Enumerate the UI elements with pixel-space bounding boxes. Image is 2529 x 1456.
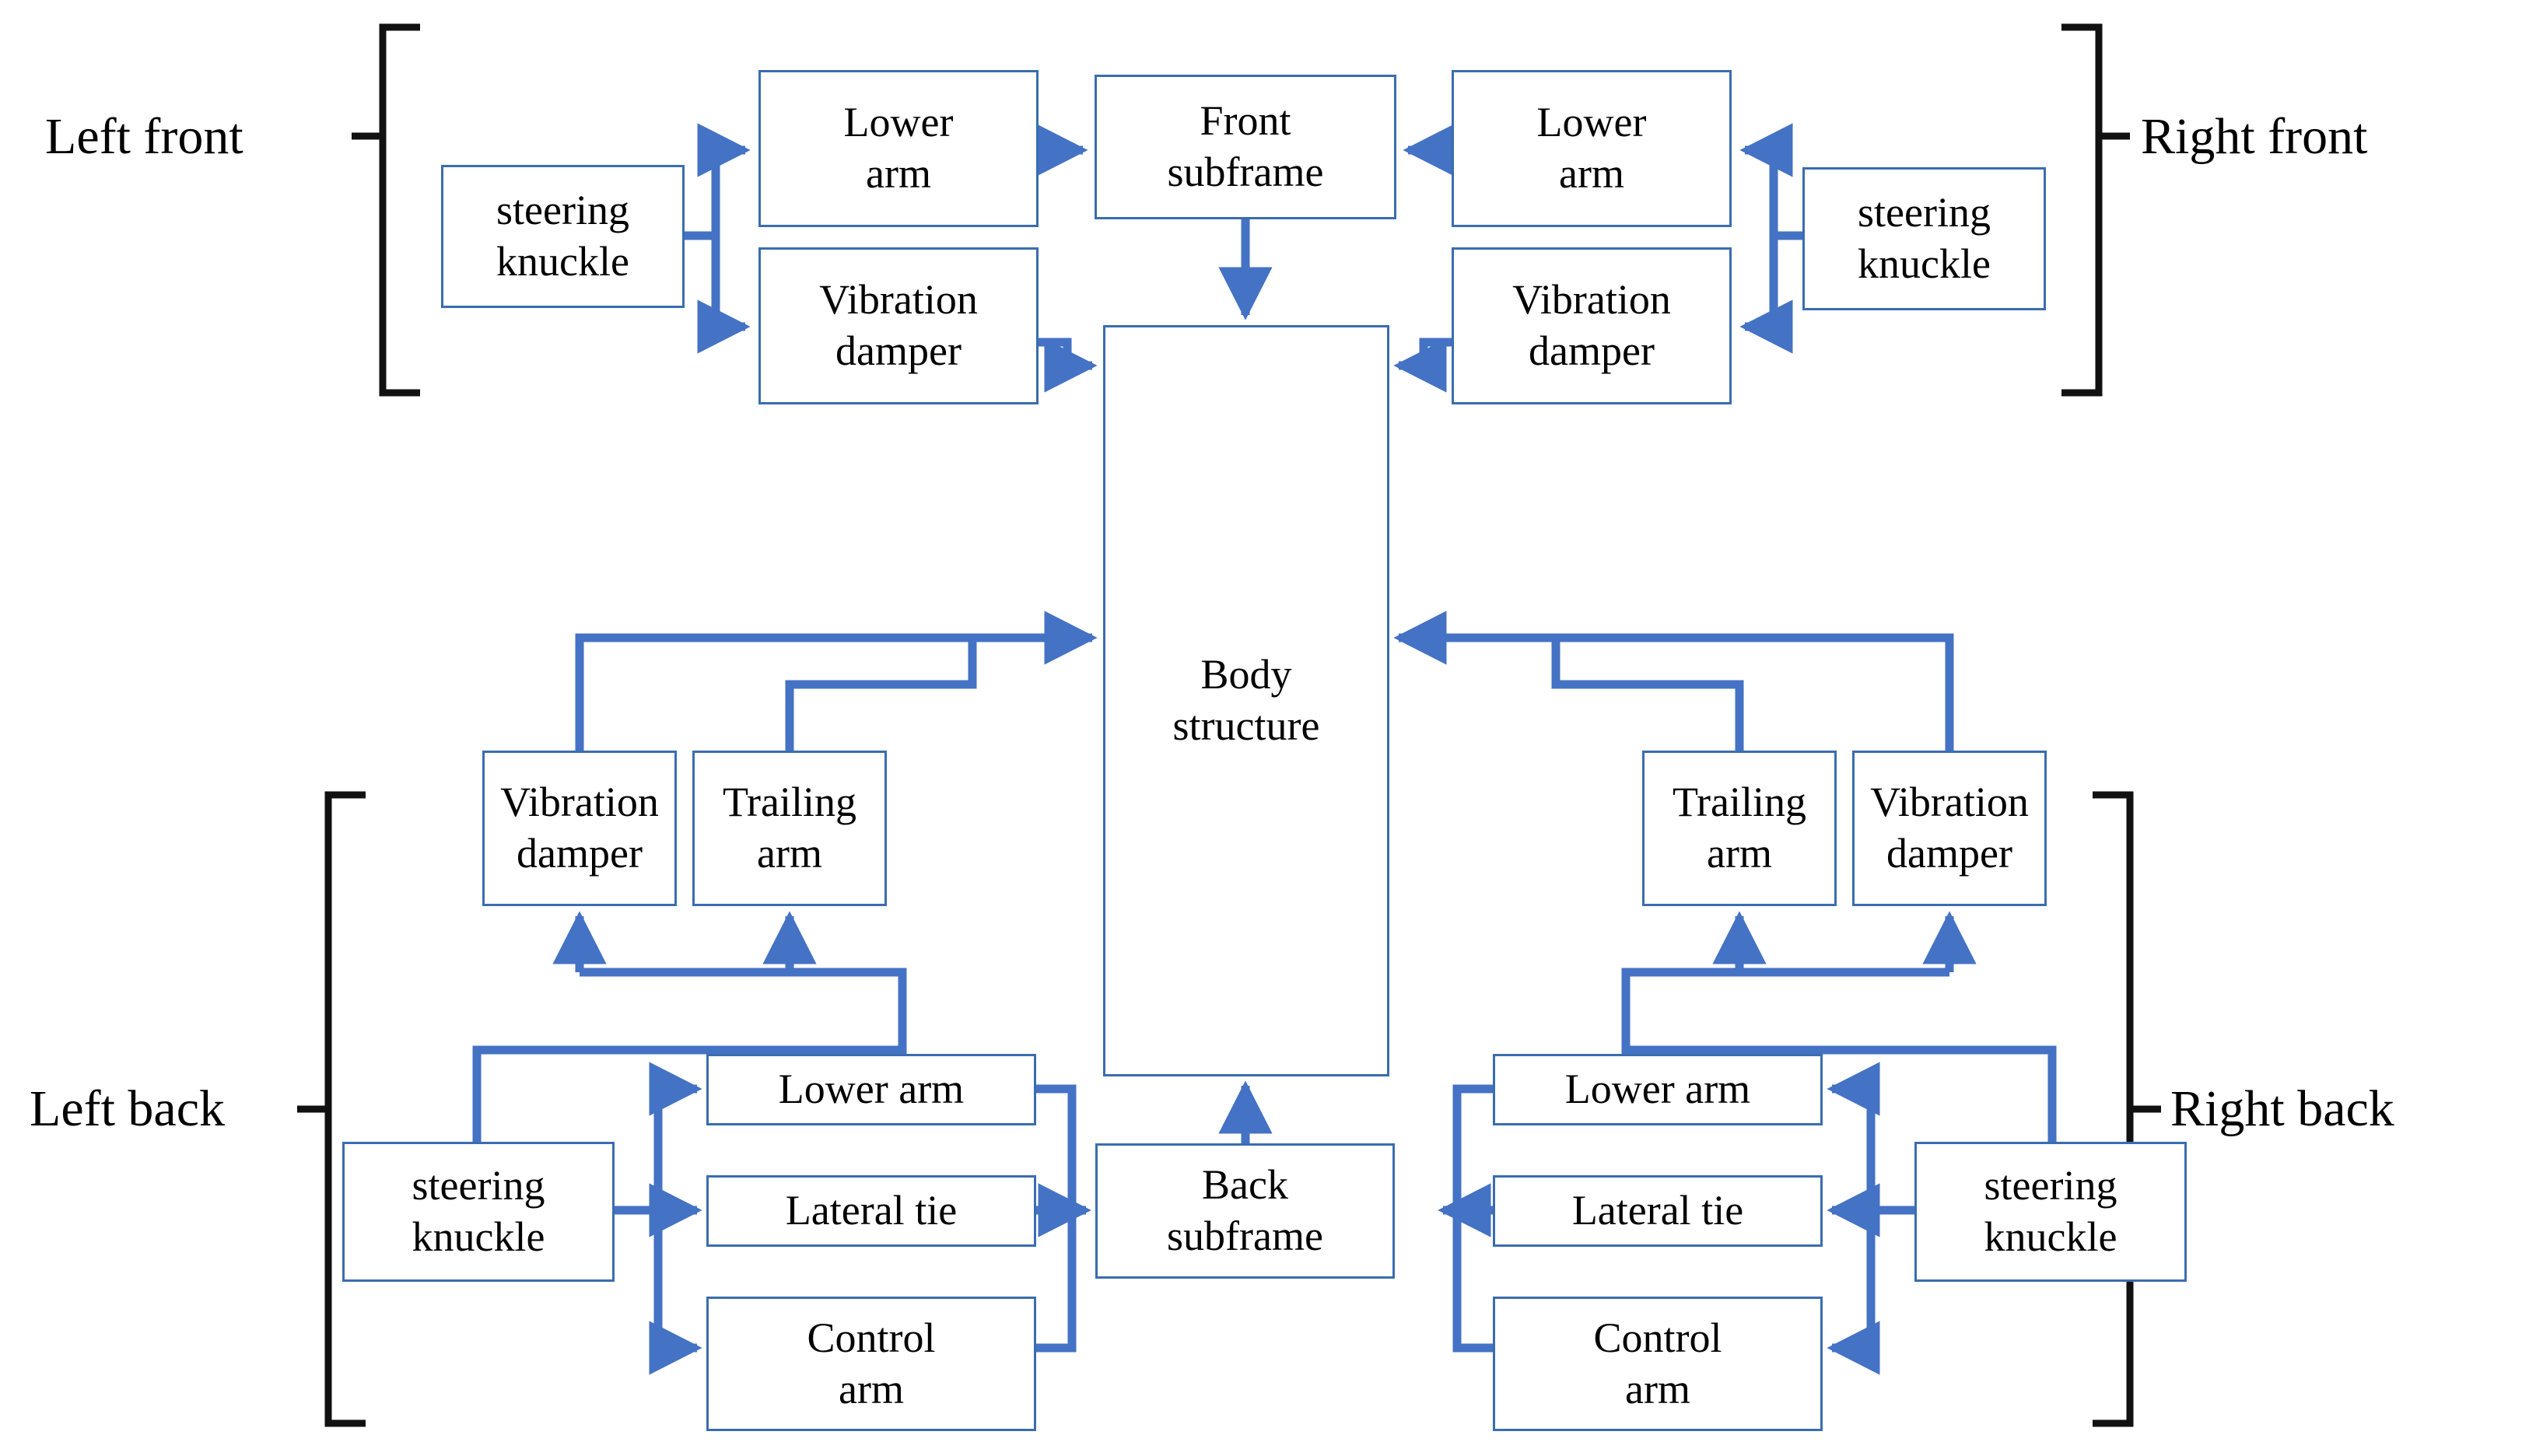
node-back-left-control-arm[interactable]: Control arm <box>706 1297 1036 1431</box>
node-front-left-vibration-damper[interactable]: Vibration damper <box>758 247 1039 404</box>
node-front-left-lower-arm[interactable]: Lower arm <box>758 70 1039 227</box>
node-back-right-vibration-damper[interactable]: Vibration damper <box>1852 751 2047 906</box>
node-front-right-steering-knuckle[interactable]: steering knuckle <box>1802 167 2046 310</box>
wire-bl-lowerarm-backsubframe <box>1036 1084 1091 1237</box>
wire-bl-damper-body <box>575 611 1098 752</box>
node-back-subframe[interactable]: Back subframe <box>1095 1143 1395 1279</box>
wire-bl-knuckle-lowerarm <box>615 1062 702 1215</box>
group-label-left-back: Left back <box>30 1080 226 1137</box>
wire-fr-knuckle-damper <box>1739 231 1802 354</box>
node-body-structure[interactable]: Body structure <box>1103 325 1389 1076</box>
wire-br-knuckle-lowerarm <box>1827 1062 1914 1215</box>
wire-bl-controlarm-backsubframe <box>1036 1210 1077 1353</box>
node-back-left-lower-arm[interactable]: Lower arm <box>706 1054 1036 1125</box>
node-back-right-control-arm[interactable]: Control arm <box>1493 1297 1823 1431</box>
bracket-left-front <box>379 23 420 397</box>
wire-br-trailingarm-body <box>1551 638 1744 752</box>
node-front-right-lower-arm[interactable]: Lower arm <box>1452 70 1732 227</box>
node-back-left-trailing-arm[interactable]: Trailing arm <box>692 751 887 906</box>
wire-fl-knuckle-lower-arm <box>685 123 751 240</box>
wire-fr-knuckle-lower-arm <box>1739 123 1802 240</box>
wire-fl-knuckle-damper <box>685 231 751 354</box>
wire-fl-damper-body <box>1039 338 1098 393</box>
node-back-right-trailing-arm[interactable]: Trailing arm <box>1642 751 1837 906</box>
node-front-left-steering-knuckle[interactable]: steering knuckle <box>441 165 685 308</box>
wire-br-damper-body <box>1393 611 1954 752</box>
wire-br-controlarm-backsubframe <box>1452 1210 1493 1353</box>
bracket-right-back <box>2093 791 2134 1427</box>
wire-br-knuckle-controlarm <box>1827 1206 1914 1375</box>
node-back-left-vibration-damper[interactable]: Vibration damper <box>482 751 677 906</box>
node-back-right-steering-knuckle[interactable]: steering knuckle <box>1914 1142 2187 1282</box>
wire-bl-knuckle-controlarm <box>615 1206 702 1375</box>
node-back-right-lower-arm[interactable]: Lower arm <box>1493 1054 1823 1125</box>
group-label-right-front: Right front <box>2141 108 2368 165</box>
node-front-subframe[interactable]: Front subframe <box>1095 75 1396 219</box>
group-label-right-back: Right back <box>2170 1080 2394 1137</box>
wire-fr-damper-body <box>1393 338 1452 393</box>
node-front-right-vibration-damper[interactable]: Vibration damper <box>1452 247 1732 404</box>
group-label-left-front: Left front <box>45 108 243 165</box>
bracket-left-back <box>324 791 366 1427</box>
bracket-right-front <box>2061 23 2103 397</box>
wire-br-lowerarm-backsubframe <box>1438 1084 1493 1237</box>
node-back-left-steering-knuckle[interactable]: steering knuckle <box>342 1142 615 1282</box>
wire-bl-trailingarm-body <box>785 638 977 752</box>
node-back-right-lateral-tie[interactable]: Lateral tie <box>1493 1175 1823 1247</box>
node-back-left-lateral-tie[interactable]: Lateral tie <box>706 1175 1036 1247</box>
